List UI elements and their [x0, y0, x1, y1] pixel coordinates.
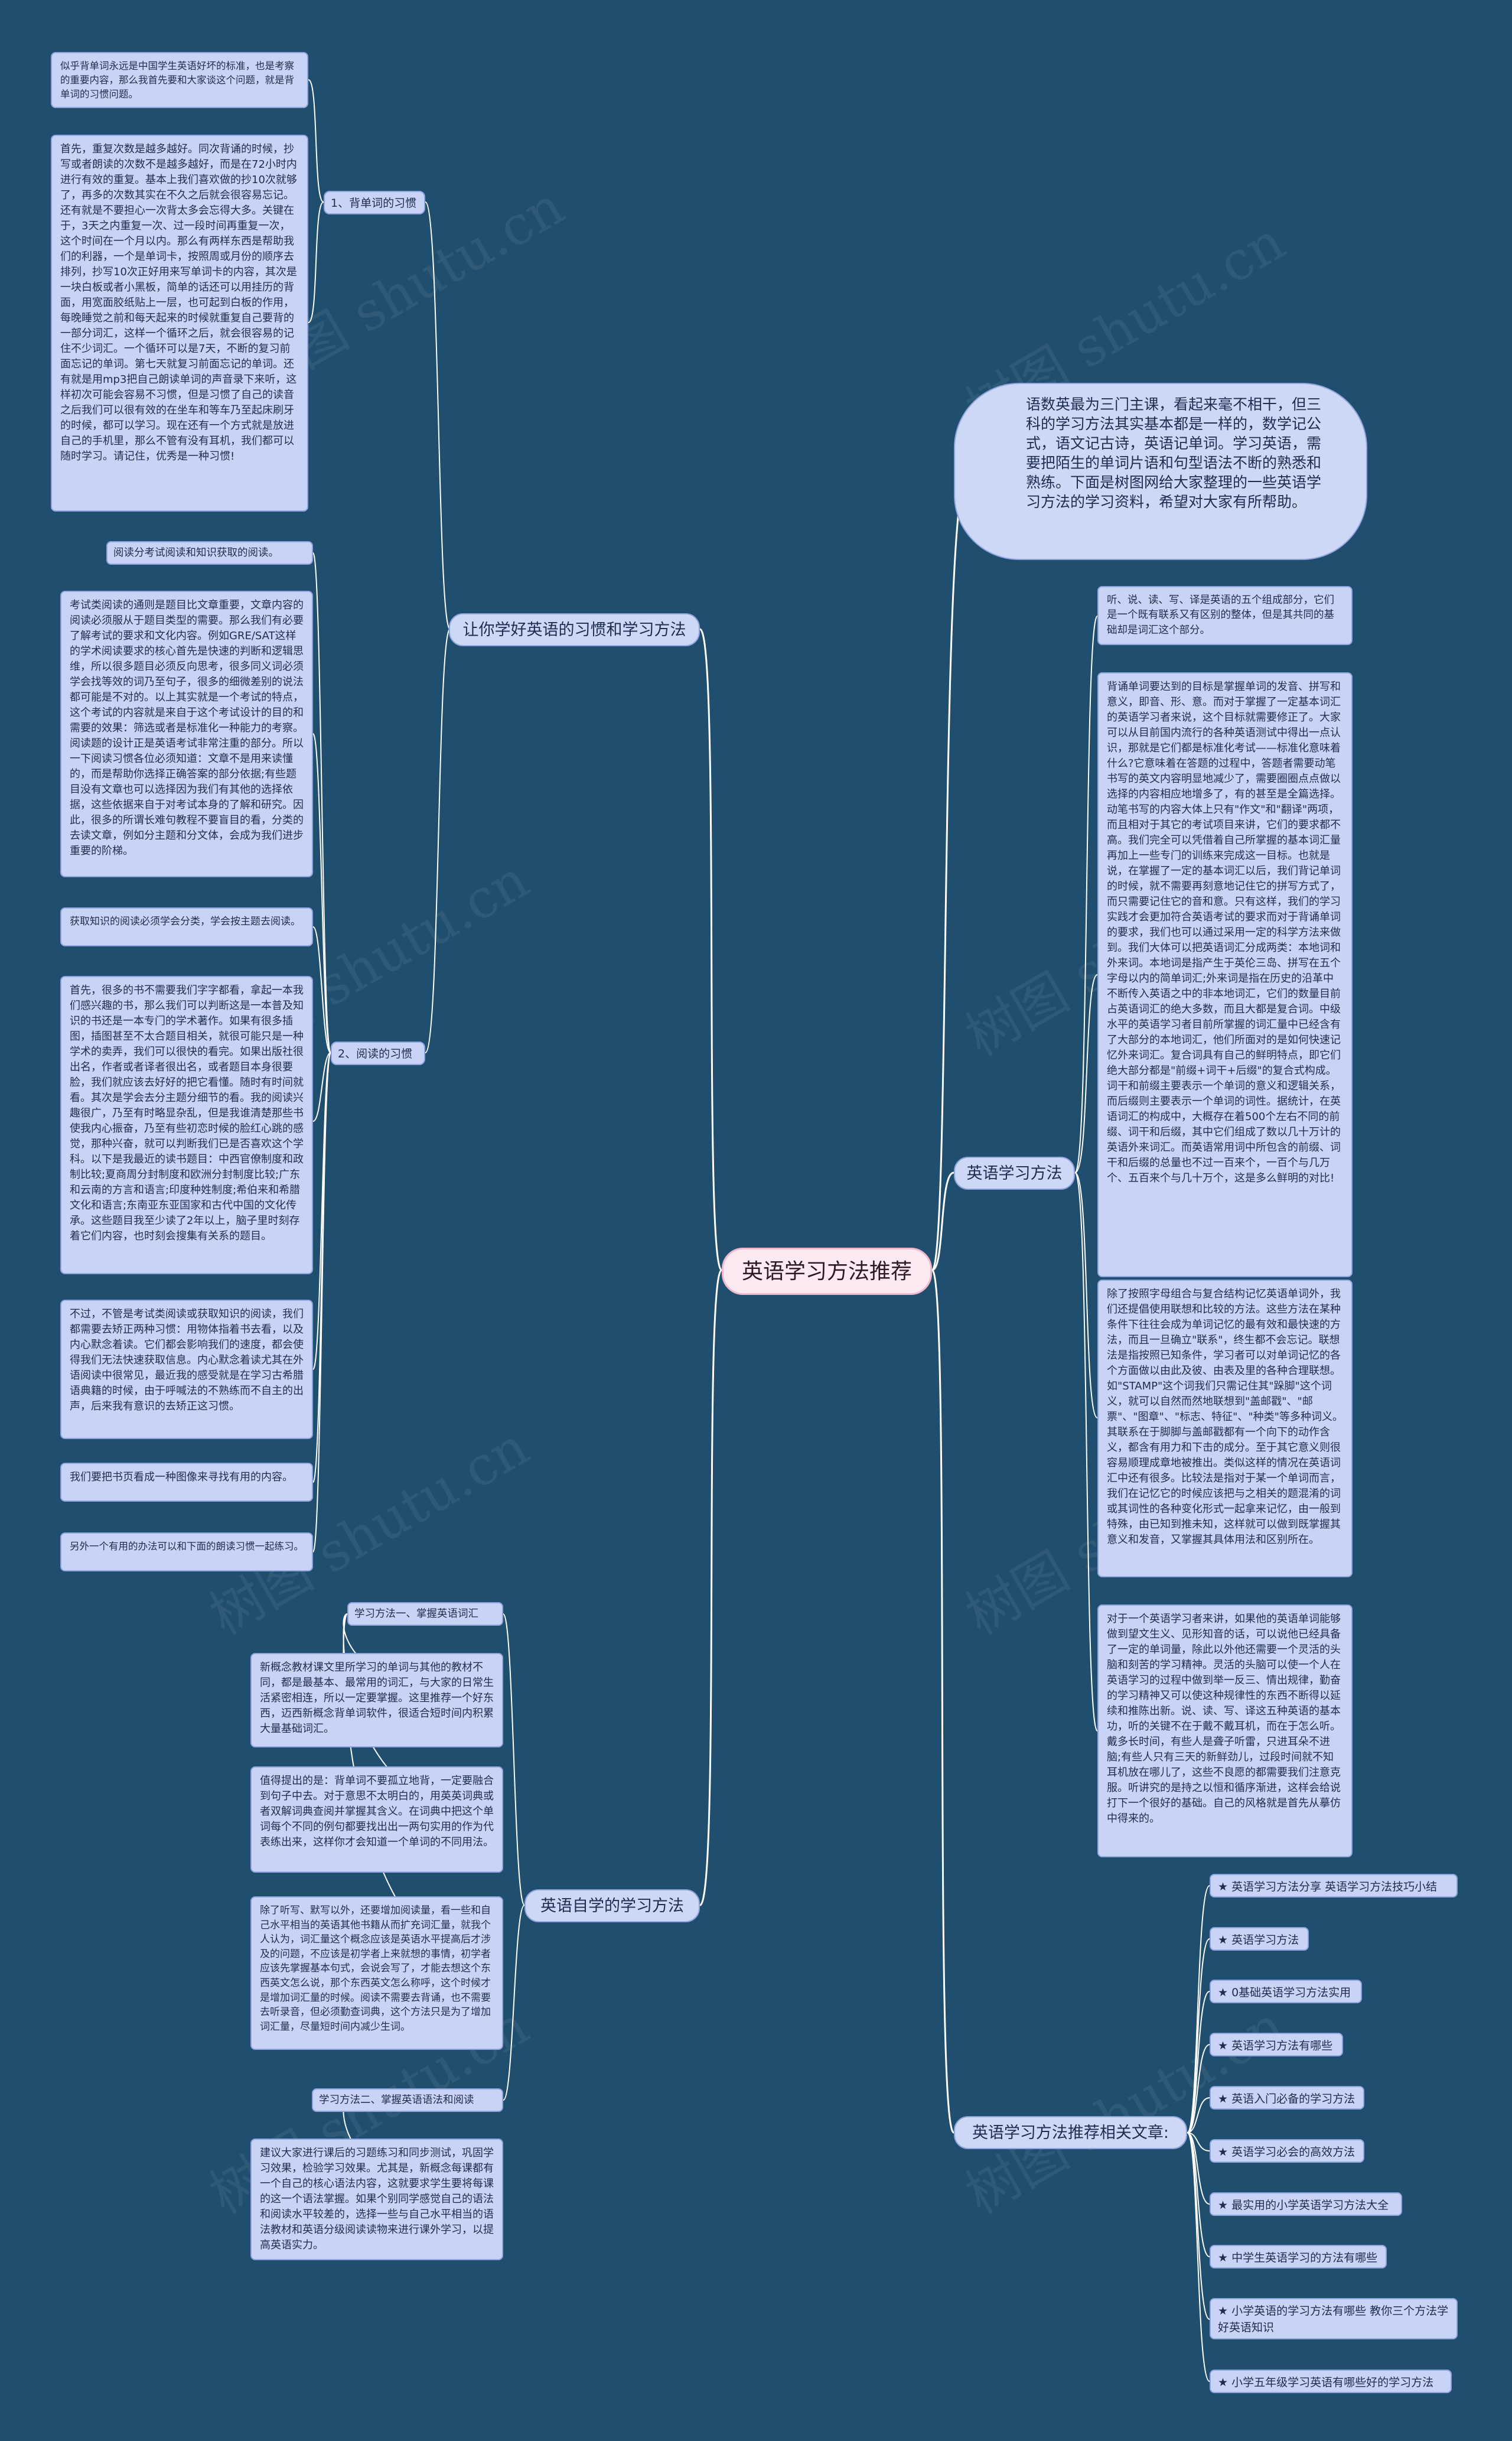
- self-method-1-title[interactable]: 学习方法一、掌握英语词汇: [347, 1602, 503, 1626]
- edge-sub2-f: [312, 1052, 331, 1483]
- edge-links-5: [1187, 2132, 1210, 2152]
- method-vocab-goals: 背诵单词要达到的目标是掌握单词的发音、拼写和意义，即音、形、意。而对于掌握了一定…: [1097, 672, 1353, 1277]
- edge-center-links: [931, 1269, 955, 2134]
- method-attitude: 对于一个英语学习者来讲，如果他的英语单词能够做到望文生义、见形知音的话，可以说他…: [1097, 1604, 1353, 1857]
- habit-reading-exam: 考试类阅读的通则是题目比文章重要，文章内容的阅读必须服从于题目类型的需要。那么我…: [60, 591, 313, 877]
- related-link[interactable]: ★ 英语学习方法有哪些: [1210, 2033, 1343, 2056]
- related-link[interactable]: ★ 中学生英语学习的方法有哪些: [1210, 2245, 1387, 2268]
- edge-method-p1: [1074, 616, 1098, 1173]
- edge-sub1-a: [308, 79, 324, 203]
- edge-method-p3: [1074, 1172, 1098, 1418]
- related-link[interactable]: ★ 英语学习必会的高效方法: [1210, 2139, 1364, 2163]
- self-vocab-reading: 除了听写、默写以外，还要增加阅读量，看一些和自己水平相当的英语其他书籍从而扩充词…: [250, 1896, 503, 2050]
- habit-reading-topic[interactable]: 2、阅读的习惯: [331, 1042, 425, 1065]
- habit-vocab-intro: 似乎背单词永远是中国学生英语好坏的标准，也是考察的重要内容，那么我首先要和大家谈…: [51, 52, 308, 108]
- branch-links[interactable]: 英语学习方法推荐相关文章:: [954, 2116, 1187, 2149]
- self-grammar-practice: 建议大家进行课后的习题练习和同步测试，巩固学习效果，检验学习效果。尤其是，新概念…: [250, 2139, 503, 2260]
- center-topic[interactable]: 英语学习方法推荐: [722, 1248, 932, 1295]
- intro-bubble[interactable]: 语数英最为三门主课，看起来毫不相干，但三科的学习方法其实基本都是一样的，数学记公…: [954, 383, 1367, 560]
- edge-center-self: [699, 1269, 723, 1906]
- edge-self-t1: [503, 1613, 525, 1906]
- edge-method-p4: [1074, 1172, 1098, 1732]
- branch-habits[interactable]: 让你学好英语的习惯和学习方法: [449, 613, 700, 646]
- branch-self[interactable]: 英语自学的学习方法: [524, 1889, 700, 1922]
- edge-center-habits: [699, 628, 723, 1271]
- edge-links-8: [1187, 2132, 1210, 2320]
- self-vocab-sentences: 值得提出的是：背单词不要孤立地背，一定要融合到句子中去。对于意思不太明白的，用英…: [250, 1766, 503, 1873]
- habit-vocab-topic[interactable]: 1、背单词的习惯: [324, 191, 425, 214]
- habit-reading-types: 阅读分考试阅读和知识获取的阅读。: [106, 541, 313, 565]
- related-link[interactable]: ★ 英语学习方法分享 英语学习方法技巧小结: [1210, 1874, 1458, 1898]
- related-link[interactable]: ★ 小学英语的学习方法有哪些 教你三个方法学好英语知识: [1210, 2298, 1458, 2339]
- edge-links-6: [1187, 2132, 1210, 2205]
- branch-method[interactable]: 英语学习方法: [954, 1157, 1075, 1190]
- method-components: 听、说、读、写、译是英语的五个组成部分，它们是一个既有联系又有区别的整体，但是其…: [1097, 586, 1353, 645]
- habit-reading-books: 首先，很多的书不需要我们字字都看，拿起一本我们感兴趣的书，那么我们可以判断这是一…: [60, 976, 313, 1274]
- self-vocab-textbook: 新概念教材课文里所学习的单词与其他的教材不同，都是最基本、最常用的词汇，与大家的…: [250, 1653, 503, 1747]
- edge-center-method: [931, 1171, 954, 1271]
- related-link[interactable]: ★ 小学五年级学习英语有哪些好的学习方法: [1210, 2370, 1452, 2393]
- related-link[interactable]: ★ 英语入门必备的学习方法: [1210, 2086, 1364, 2110]
- edge-links-9: [1187, 2132, 1210, 2382]
- related-link[interactable]: ★ 最实用的小学英语学习方法大全: [1210, 2192, 1402, 2216]
- edge-sub2-g: [312, 1052, 331, 1553]
- edge-center-intro: [931, 469, 969, 1271]
- edge-links-7: [1187, 2132, 1210, 2257]
- edge-sub2-d: [312, 1052, 331, 1122]
- method-association: 除了按照字母组合与复合结构记忆英语单词外，我们还提倡使用联想和比较的方法。这些方…: [1097, 1280, 1353, 1577]
- habit-vocab-detail: 首先，重复次数是越多越好。同次背诵的时候，抄写或者朗读的次数不是越多越好，而是在…: [51, 135, 308, 512]
- habit-reading-practice: 另外一个有用的办法可以和下面的朗读习惯一起练习。: [60, 1532, 313, 1571]
- habit-reading-knowledge: 获取知识的阅读必须学会分类，学会按主题去阅读。: [60, 907, 313, 946]
- self-method-2-title[interactable]: 学习方法二、掌握英语语法和阅读: [312, 2088, 503, 2112]
- related-link[interactable]: ★ 英语学习方法: [1210, 1927, 1309, 1951]
- edge-habits-sub2: [425, 629, 451, 1053]
- habit-reading-image: 我们要把书页看成一种图像来寻找有用的内容。: [60, 1463, 313, 1502]
- habit-reading-correct: 不过，不管是考试类阅读或获取知识的阅读，我们都需要去矫正两种习惯：用物体指着书去…: [60, 1300, 313, 1439]
- related-link[interactable]: ★ 0基础英语学习方法实用: [1210, 1980, 1362, 2003]
- edge-sub2-e: [312, 1052, 331, 1370]
